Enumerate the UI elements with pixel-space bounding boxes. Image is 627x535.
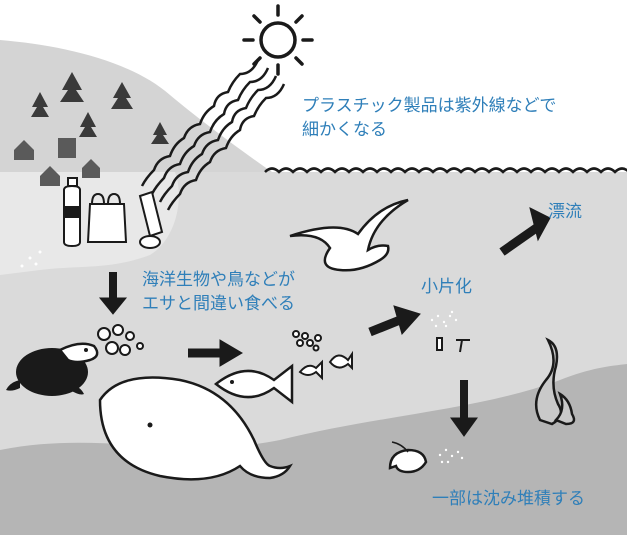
drift-label: 漂流 bbox=[548, 202, 582, 222]
ingestion-label: 海洋生物や鳥などが エサと間違い食べる bbox=[142, 268, 295, 316]
tree-icon bbox=[31, 72, 169, 144]
uv-ray-icon bbox=[140, 59, 286, 211]
house-icon bbox=[14, 138, 100, 186]
shrimp-icon bbox=[388, 441, 428, 474]
seaweed-icon bbox=[534, 337, 576, 426]
ingestion-line1: 海洋生物や鳥などが bbox=[142, 270, 295, 290]
sea-surface-waves bbox=[264, 167, 627, 174]
microplastic-fragments bbox=[430, 310, 464, 464]
fragmentation-label: 小片化 bbox=[421, 277, 472, 297]
sea-turtle-icon bbox=[6, 342, 99, 396]
ingestion-line2: エサと間違い食べる bbox=[142, 294, 295, 314]
uv-degradation-line2: 細かくなる bbox=[302, 120, 387, 140]
seagull-icon bbox=[289, 198, 409, 272]
sediment-label: 一部は沈み堆積する bbox=[432, 489, 585, 509]
whale-icon bbox=[98, 376, 293, 481]
uv-degradation-line1: プラスチック製品は紫外線などで bbox=[302, 96, 557, 116]
microplastic-particles-icon bbox=[97, 324, 322, 356]
seabed bbox=[0, 364, 627, 535]
plastic-bottle-icon bbox=[63, 177, 81, 248]
small-debris-icon bbox=[436, 337, 470, 353]
arrow-icon bbox=[98, 207, 551, 437]
plastic-bag-icon bbox=[86, 192, 128, 243]
uv-degradation-label: プラスチック製品は紫外線などで 細かくなる bbox=[302, 94, 556, 142]
fish-icon bbox=[213, 350, 353, 405]
plastic-tube-icon bbox=[138, 190, 164, 249]
beach-debris-dots bbox=[20, 250, 42, 268]
sun-icon bbox=[242, 4, 314, 76]
